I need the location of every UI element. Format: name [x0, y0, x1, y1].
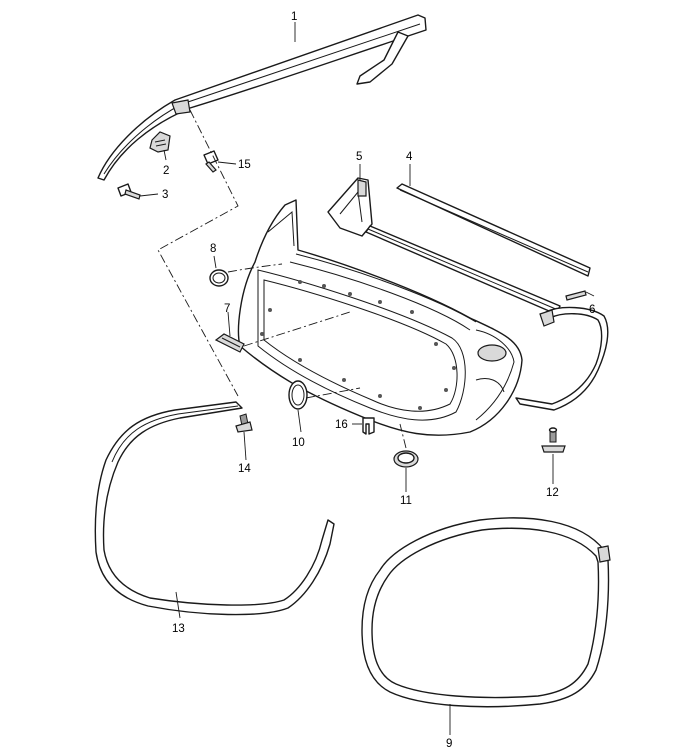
callout-14: 14 — [238, 463, 251, 475]
part-16-clip — [362, 417, 375, 435]
part-8-round-plug — [209, 269, 229, 287]
callout-8: 8 — [210, 243, 216, 255]
part-9-door-opening-seal — [361, 517, 611, 708]
part-6-pin — [565, 290, 587, 301]
callout-11: 11 — [400, 495, 412, 507]
callout-9: 9 — [446, 738, 452, 748]
part-5-mirror-triangle — [327, 177, 373, 237]
callout-6: 6 — [589, 304, 595, 316]
door-shell — [237, 199, 523, 436]
part-15-screw — [203, 150, 219, 173]
callout-5: 5 — [356, 151, 362, 163]
callout-3: 3 — [162, 189, 168, 201]
callout-2: 2 — [163, 165, 169, 177]
leader-lines — [139, 22, 595, 735]
part-7-bracket — [214, 333, 245, 353]
part-4-inner-window-seal — [396, 183, 591, 277]
assembly-lines — [157, 109, 407, 449]
part-12-stud — [541, 427, 566, 453]
callout-13: 13 — [172, 623, 185, 635]
callout-15: 15 — [238, 159, 251, 171]
callout-4: 4 — [406, 151, 413, 163]
part-13-outer-body-seal — [94, 401, 335, 616]
part-14-screw — [235, 413, 253, 433]
outer-belt-strip — [365, 225, 561, 315]
part-10-oval-plug — [288, 380, 308, 410]
part-11-oval-grommet — [393, 450, 419, 468]
callout-16: 16 — [335, 419, 348, 431]
callout-12: 12 — [546, 487, 559, 499]
part-3-screw — [117, 183, 141, 200]
callout-labels: 1 2 3 4 5 6 7 8 9 10 11 12 13 14 15 16 — [162, 11, 595, 748]
part-2-clip — [149, 131, 171, 153]
part-1-window-frame-seal — [97, 14, 427, 181]
callout-7: 7 — [224, 303, 230, 315]
door-perimeter-seal — [515, 306, 609, 411]
callout-10: 10 — [292, 437, 305, 449]
callout-1: 1 — [291, 11, 297, 23]
